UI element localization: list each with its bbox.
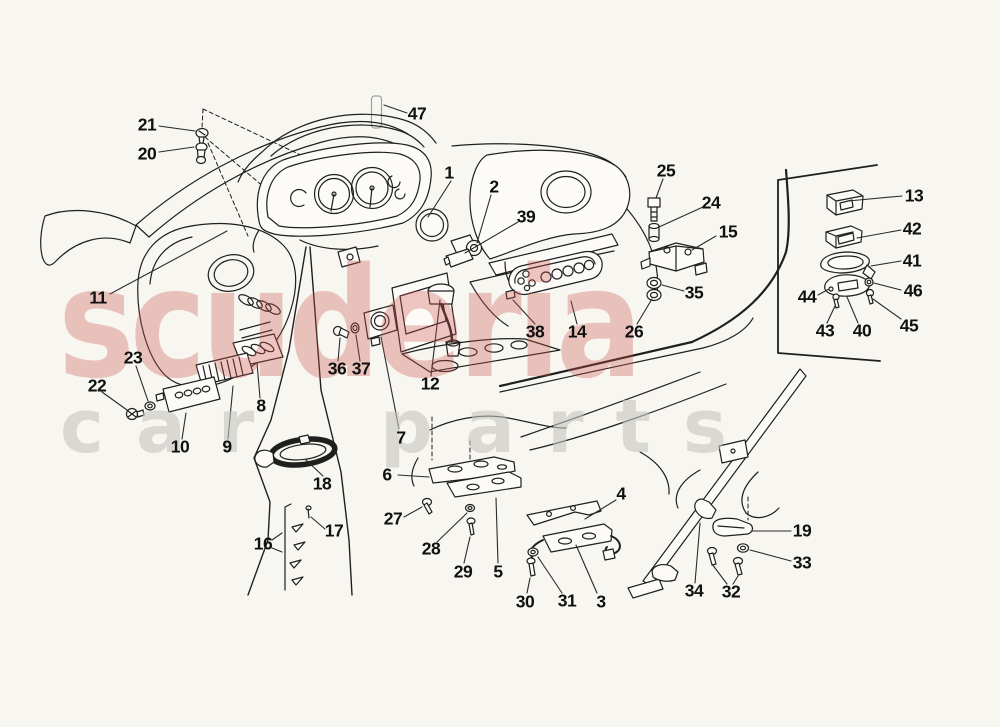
leader-line-3 <box>575 544 598 594</box>
leader-line-42 <box>856 229 902 239</box>
checker-cell <box>882 338 922 365</box>
checker-cell <box>821 386 861 413</box>
instrument-cluster <box>237 113 437 268</box>
leader-line-25 <box>655 178 664 199</box>
detail-inset-panel <box>777 164 881 362</box>
leader-line-38 <box>512 299 536 325</box>
leader-line-36 <box>337 337 341 362</box>
leader-line-15 <box>691 235 717 251</box>
leader-line-47 <box>383 104 408 114</box>
leader-line-16 <box>271 547 283 553</box>
leader-line-33 <box>749 549 792 562</box>
rear-lamp-group <box>694 498 754 576</box>
line-art <box>40 95 881 599</box>
hazard-switch-group <box>332 304 398 347</box>
leader-line-35 <box>661 284 685 292</box>
checker-cell <box>860 439 900 466</box>
checker-cell <box>780 460 820 487</box>
leader-line-5 <box>495 497 499 564</box>
left-parts-column <box>125 333 284 421</box>
center-stack <box>391 272 561 373</box>
leader-line-41 <box>870 260 902 267</box>
leader-line-37 <box>355 334 361 362</box>
leader-line-24 <box>658 206 704 228</box>
checker-cell <box>841 349 881 376</box>
leader-line-4 <box>584 499 617 520</box>
checker-cell <box>701 352 741 379</box>
leader-line-10 <box>181 412 187 440</box>
leader-line-17 <box>310 516 326 530</box>
checker-cell <box>841 412 881 439</box>
leader-line-1 <box>427 180 452 218</box>
checker-cell <box>661 299 701 326</box>
leader-line-44 <box>817 288 830 296</box>
checker-cell <box>760 433 800 460</box>
leader-line-34 <box>694 522 701 584</box>
watermark-scuderia: scuderia <box>58 235 643 412</box>
leader-line-18 <box>305 459 324 477</box>
leader-line-28 <box>436 512 468 543</box>
watermark-car-parts: car parts <box>60 384 759 470</box>
checker-cell <box>820 449 860 476</box>
leader-line-12 <box>430 299 441 377</box>
leader-line-21 <box>158 125 196 132</box>
checker-cell <box>881 402 921 429</box>
leader-line-2 <box>476 194 492 244</box>
console-sill-lines <box>411 168 790 519</box>
leader-line-27 <box>403 506 423 518</box>
center-console-spike <box>247 246 353 596</box>
left-dash-blade <box>40 209 137 266</box>
checker-cell <box>702 289 742 316</box>
leader-line-6 <box>397 474 430 478</box>
checker-cell <box>840 476 880 503</box>
checker-cell <box>801 359 841 386</box>
leader-line-13 <box>847 195 903 202</box>
fastener-47 <box>370 95 383 129</box>
checker-cell <box>901 365 941 392</box>
leader-line-8 <box>256 362 261 399</box>
leader-line-23 <box>135 365 149 402</box>
headlight-switch-group <box>415 208 483 268</box>
checker-cell <box>861 375 901 402</box>
leader-line-45 <box>872 298 902 320</box>
leader-line-46 <box>873 282 902 291</box>
leader-line-26 <box>636 298 653 325</box>
lamp-bracket-right-group <box>526 500 621 577</box>
checker-cell <box>721 315 761 342</box>
leader-line-43 <box>826 305 836 324</box>
lamp-bracket-left-group <box>421 416 522 536</box>
leader-line-39 <box>464 221 519 254</box>
leader-line-7 <box>380 336 400 430</box>
leader-line-32 <box>732 575 739 585</box>
screw-21-and-fastener-20 <box>195 108 308 237</box>
leader-line-16 <box>271 532 283 541</box>
checker-cell <box>762 305 802 332</box>
driver-dash-panel <box>137 222 297 388</box>
console-switch-bank <box>505 197 708 302</box>
leader-line-14 <box>570 300 578 325</box>
leader-line-29 <box>463 536 471 564</box>
leader-line-31 <box>537 556 563 594</box>
leader-line-11 <box>109 230 228 295</box>
checker-cell <box>799 486 839 513</box>
checker-cell <box>800 423 840 450</box>
a-pillar-strut <box>627 368 807 599</box>
leader-line-9 <box>227 385 234 440</box>
leader-line-32 <box>711 563 728 585</box>
checker-cell <box>822 322 862 349</box>
leader-line-40 <box>846 296 859 324</box>
checker-cell <box>741 342 781 369</box>
leader-line-20 <box>158 146 195 153</box>
leader-lines-layer <box>101 104 903 594</box>
leader-line-22 <box>101 391 128 411</box>
leader-line-30 <box>526 577 531 594</box>
checker-cell <box>739 470 779 497</box>
